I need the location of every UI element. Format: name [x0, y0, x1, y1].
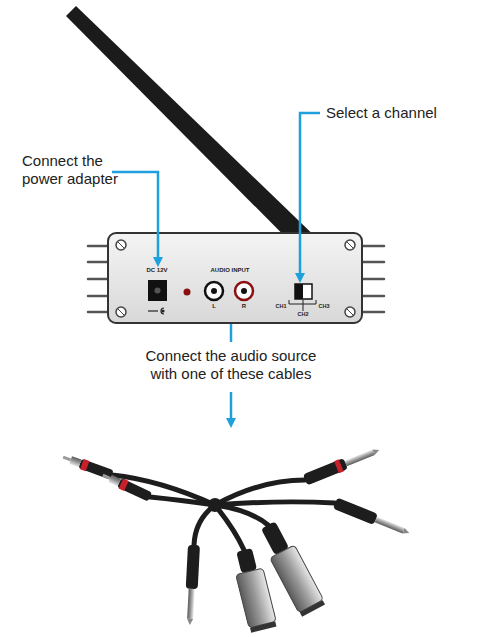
channel-label: CH1: [275, 303, 286, 310]
port-label: R: [242, 303, 246, 310]
channel-label: CH2: [297, 311, 308, 318]
callout-text: Select a channel: [326, 104, 437, 122]
port-label: L: [212, 303, 216, 310]
port-label: DC 12V: [146, 267, 167, 274]
callout-text: Connect the power adapter: [22, 152, 132, 188]
port-label: AUDIO INPUT: [211, 267, 250, 274]
channel-label: CH3: [318, 303, 329, 310]
cable-set: [61, 444, 411, 633]
callout-text: Connect the audio source with one of the…: [136, 347, 326, 383]
device-panel: [108, 233, 362, 323]
